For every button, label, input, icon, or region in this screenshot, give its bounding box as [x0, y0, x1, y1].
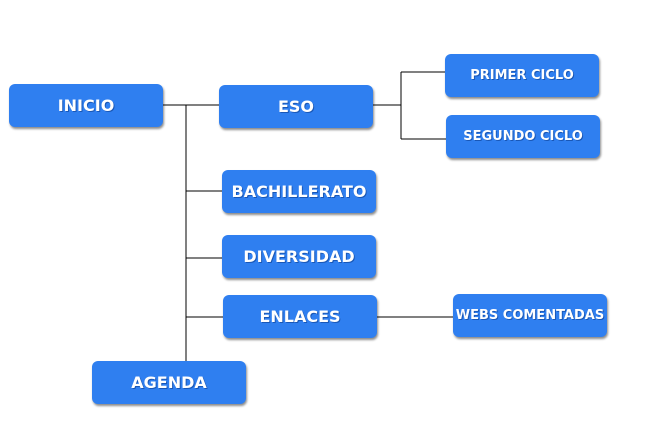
- enlaces-button[interactable]: ENLACES: [223, 295, 377, 338]
- inicio-button[interactable]: INICIO: [9, 84, 163, 127]
- diversidad-button[interactable]: DIVERSIDAD: [222, 235, 376, 278]
- primer-ciclo-button[interactable]: PRIMER CICLO: [445, 54, 599, 97]
- bachillerato-button[interactable]: BACHILLERATO: [222, 170, 376, 213]
- agenda-button[interactable]: AGENDA: [92, 361, 246, 404]
- eso-button[interactable]: ESO: [219, 85, 373, 128]
- webs-comentadas-button[interactable]: WEBS COMENTADAS: [453, 294, 607, 337]
- segundo-ciclo-button[interactable]: SEGUNDO CICLO: [446, 115, 600, 158]
